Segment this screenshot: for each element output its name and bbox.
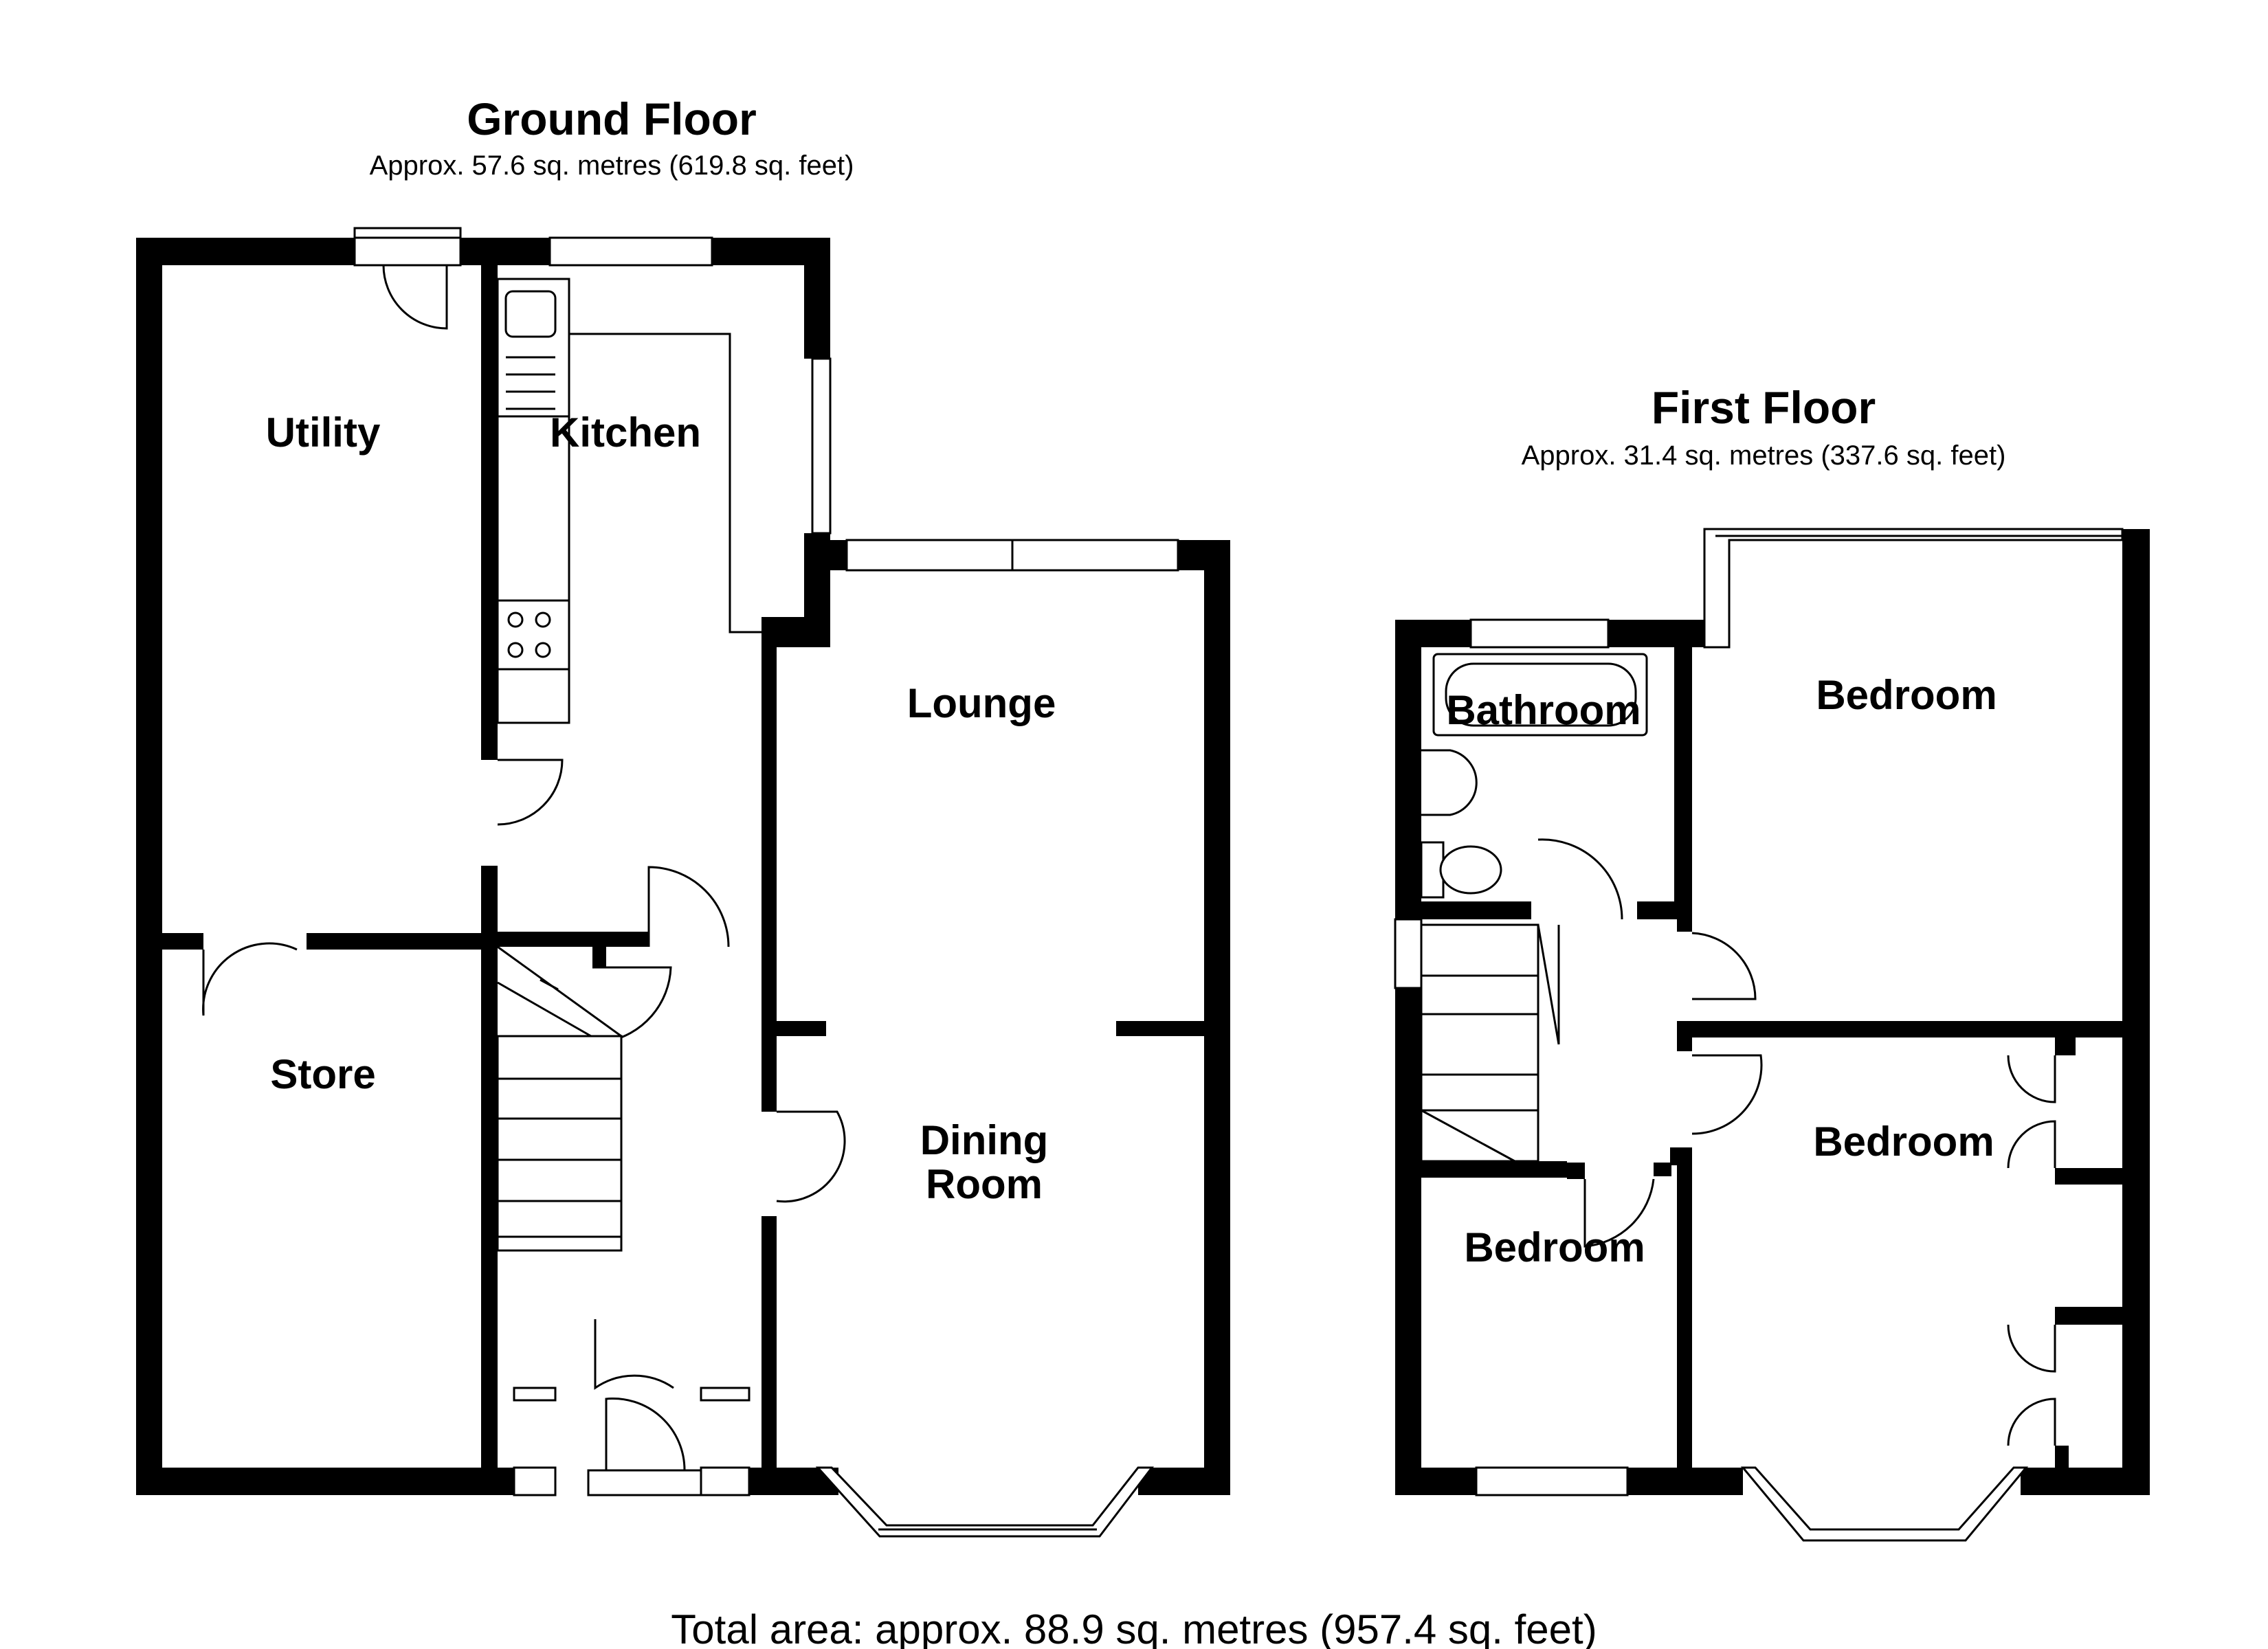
total-area: Total area: approx. 88.9 sq. metres (957…: [671, 1606, 1597, 1649]
ground-floor-area: Approx. 57.6 sq. metres (619.8 sq. feet): [370, 150, 854, 181]
room-label-bedroom-second: Bedroom: [1813, 1119, 1994, 1165]
first-floor-plan: [1394, 528, 2150, 1542]
room-label-bedroom-small: Bedroom: [1464, 1224, 1645, 1270]
room-label-store: Store: [270, 1051, 375, 1097]
room-label-kitchen: Kitchen: [550, 410, 701, 456]
first-floor-title: First Floor: [1652, 382, 1876, 433]
room-label-dining-room-line1: Dining: [920, 1117, 1049, 1163]
room-label-utility: Utility: [266, 410, 381, 456]
ground-floor-title: Ground Floor: [467, 93, 757, 144]
room-label-bathroom: Bathroom: [1446, 687, 1641, 733]
room-label-dining-room-line2: Room: [926, 1161, 1043, 1207]
room-label-lounge: Lounge: [907, 680, 1056, 726]
ground-floor-plan: [136, 227, 1230, 1538]
first-floor-area: Approx. 31.4 sq. metres (337.6 sq. feet): [1522, 440, 2006, 471]
room-label-bedroom-main: Bedroom: [1816, 672, 1997, 718]
